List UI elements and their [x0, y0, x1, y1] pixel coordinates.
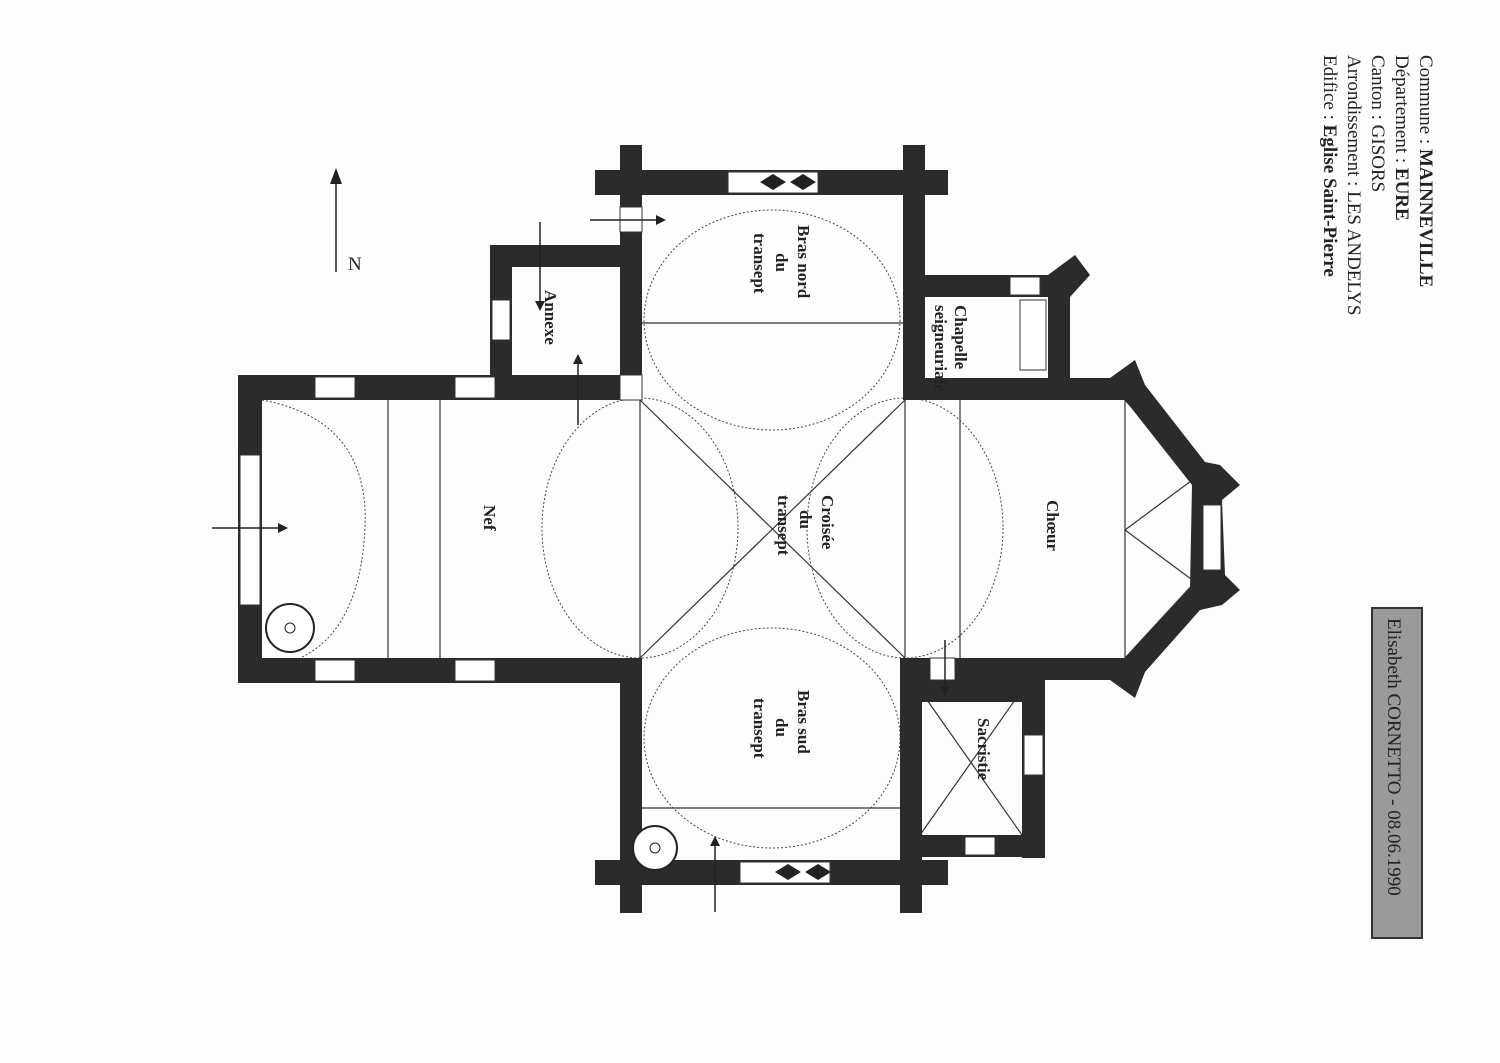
svg-text:seigneuriale: seigneuriale	[931, 305, 950, 392]
label-croisee: Croisée du transept	[774, 495, 837, 556]
svg-text:Edifice : Eglise Saint-Pierre: Edifice : Eglise Saint-Pierre	[1319, 55, 1340, 277]
svg-text:Elisabeth CORNETTO - 08.06.199: Elisabeth CORNETTO - 08.06.1990	[1383, 618, 1404, 896]
header-block: Commune : MAINNEVILLE Département : EURE…	[1319, 55, 1436, 315]
label-chapelle: Chapelle seigneuriale	[931, 305, 970, 392]
spiral-stair-icon	[265, 603, 678, 871]
svg-text:Bras sud: Bras sud	[794, 690, 813, 754]
svg-text:transept: transept	[774, 495, 793, 556]
svg-text:transept: transept	[750, 698, 769, 759]
svg-text:du: du	[796, 510, 815, 529]
svg-text:Bras nord: Bras nord	[794, 225, 813, 299]
svg-text:Chapelle: Chapelle	[951, 305, 970, 370]
svg-text:Croisée: Croisée	[818, 495, 837, 550]
svg-text:N: N	[348, 254, 362, 275]
entrance-arrows	[212, 215, 950, 912]
svg-text:du: du	[772, 253, 791, 272]
windows	[239, 171, 1222, 884]
label-bras-sud: Bras sud du transept	[750, 690, 813, 759]
svg-text:Commune : MAINNEVILLE: Commune : MAINNEVILLE	[1415, 55, 1436, 287]
svg-text:Département : EURE: Département : EURE	[1391, 55, 1412, 221]
label-sacristie: Sacristie	[974, 718, 993, 781]
svg-text:transept: transept	[750, 233, 769, 294]
svg-text:Arrondissement : LES ANDELYS: Arrondissement : LES ANDELYS	[1343, 55, 1364, 315]
label-annexe: Annexe	[541, 290, 560, 345]
svg-text:du: du	[772, 718, 791, 737]
north-arrow: N	[330, 168, 362, 275]
label-nef: Nef	[480, 505, 499, 531]
label-choeur: Chœur	[1043, 500, 1062, 551]
label-bras-nord: Bras nord du transept	[750, 225, 813, 299]
room-labels: Nef Croisée du transept Bras nord du tra…	[480, 225, 1062, 781]
svg-text:Canton : GISORS: Canton : GISORS	[1367, 55, 1388, 192]
author-stamp: Elisabeth CORNETTO - 08.06.1990	[1371, 607, 1423, 939]
vault-lines	[261, 209, 1196, 849]
